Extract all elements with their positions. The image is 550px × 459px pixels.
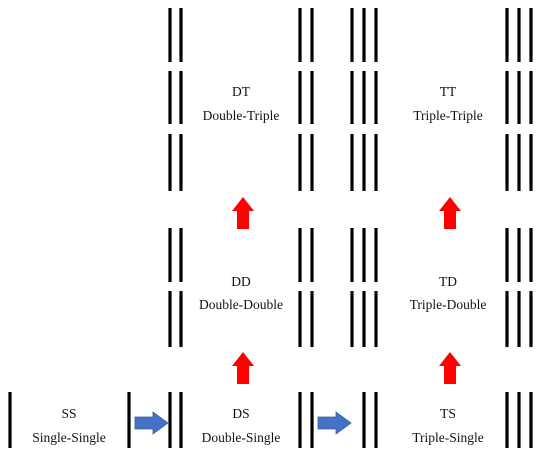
cell-ss: SS Single-Single [32,406,106,445]
cell-td-code: TD [439,274,457,289]
cell-dt: DT Double-Triple [203,84,280,123]
cell-ss-code: SS [61,406,76,421]
arrow-ds-to-dd [232,352,254,384]
cell-dd: DD Double-Double [199,274,283,312]
wall-lines [8,8,533,448]
cell-ds-name: Double-Single [202,430,281,445]
cell-ts-code: TS [440,406,456,421]
cell-ts-name: Triple-Single [412,430,484,445]
arrow-td-to-tt [439,197,461,229]
cell-tt: TT Triple-Triple [413,84,483,123]
cell-ds-code: DS [232,406,249,421]
cell-dd-code: DD [231,274,251,289]
cell-dd-name: Double-Double [199,297,283,312]
cell-ss-name: Single-Single [32,430,106,445]
cell-td-name: Triple-Double [410,297,487,312]
cell-dt-code: DT [232,84,251,99]
arrow-dd-to-dt [232,197,254,229]
cell-ts: TS Triple-Single [412,406,484,445]
cell-tt-name: Triple-Triple [413,108,483,123]
cell-td: TD Triple-Double [410,274,487,312]
arrow-ss-to-ds [134,411,169,435]
cell-ds: DS Double-Single [202,406,281,445]
arrow-ts-to-td [439,352,461,384]
cell-tt-code: TT [440,84,457,99]
cell-dt-name: Double-Triple [203,108,280,123]
arrow-ds-to-ts [317,411,352,435]
transition-arrows [134,197,461,435]
